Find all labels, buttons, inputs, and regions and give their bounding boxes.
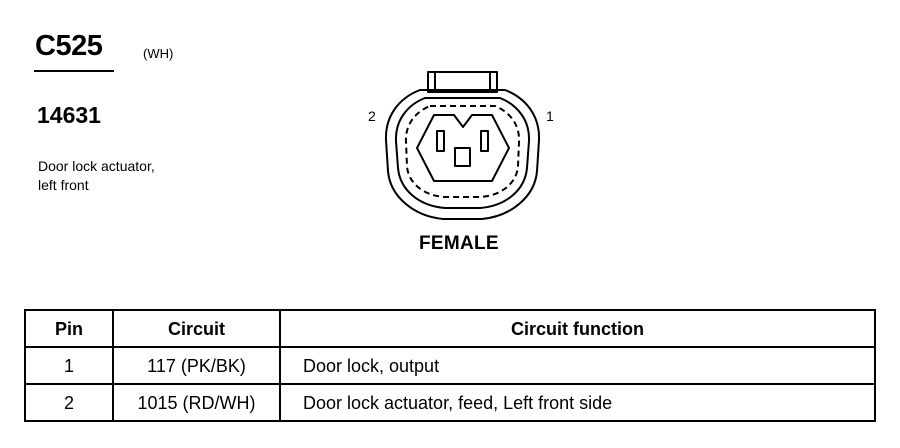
cell-pin: 2 <box>24 383 114 422</box>
connector-terminal-cavity <box>416 114 510 182</box>
connector-color: (WH) <box>143 46 174 61</box>
connector-face-diagram <box>384 71 541 220</box>
terminal-pin-2 <box>436 130 445 152</box>
description-line-2: left front <box>38 177 89 193</box>
connector-gender: FEMALE <box>419 233 499 254</box>
connector-seal-dashed <box>404 105 521 198</box>
table-row: 1 117 (PK/BK) Door lock, output <box>24 346 876 385</box>
description-line-1: Door lock actuator, <box>38 158 155 174</box>
table-header-row: Pin Circuit Circuit function <box>24 309 876 348</box>
terminal-center <box>454 147 471 167</box>
cell-circuit-function: Door lock, output <box>279 346 876 385</box>
header-pin: Pin <box>24 309 114 348</box>
part-number: 14631 <box>37 102 101 128</box>
pin-label-left: 2 <box>368 108 376 124</box>
cell-circuit: 117 (PK/BK) <box>112 346 281 385</box>
header-circuit: Circuit <box>112 309 281 348</box>
pin-label-right: 1 <box>546 108 554 124</box>
connector-id: C525 <box>35 30 103 62</box>
terminal-pin-1 <box>480 130 489 152</box>
connector-description: Door lock actuator, left front <box>38 157 155 195</box>
pin-table: Pin Circuit Circuit function 1 117 (PK/B… <box>24 309 876 422</box>
connector-id-underline <box>34 70 114 72</box>
connector-housing-inner <box>394 97 531 209</box>
cell-circuit-function: Door lock actuator, feed, Left front sid… <box>279 383 876 422</box>
header-circuit-function: Circuit function <box>279 309 876 348</box>
connector-housing-outer <box>384 89 541 220</box>
cell-circuit: 1015 (RD/WH) <box>112 383 281 422</box>
cell-pin: 1 <box>24 346 114 385</box>
table-row: 2 1015 (RD/WH) Door lock actuator, feed,… <box>24 383 876 422</box>
connector-locking-tab <box>427 71 498 93</box>
